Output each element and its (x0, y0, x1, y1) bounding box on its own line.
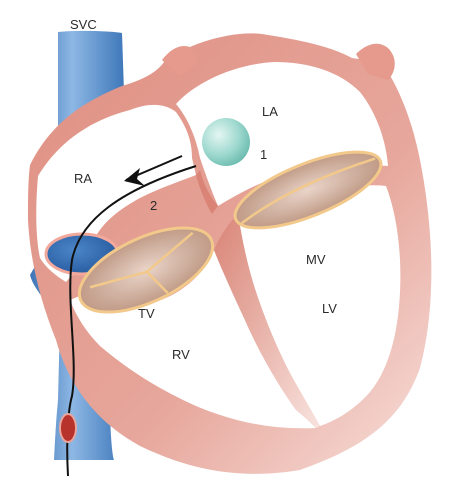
pulmonary-vein-stub (356, 43, 395, 80)
label-ra: RA (74, 171, 92, 186)
label-marker-2: 2 (150, 198, 157, 213)
right-ventricle-cavity (70, 250, 316, 429)
label-la: LA (262, 104, 278, 119)
label-marker-1: 1 (260, 147, 267, 162)
left-atrium-cavity (176, 62, 388, 206)
tricuspid-valve (77, 226, 215, 314)
great-vessel-stub (162, 46, 198, 76)
entry-site (59, 413, 77, 443)
mitral-valve (233, 150, 383, 230)
interatrial-septum (196, 170, 218, 214)
label-svc: SVC (70, 17, 97, 32)
label-tv: TV (138, 306, 155, 321)
arrowhead (124, 168, 145, 186)
interventricular-septum (214, 214, 320, 428)
label-lv: LV (322, 301, 337, 316)
left-atrial-sphere (202, 118, 250, 166)
label-mv: MV (306, 252, 326, 267)
left-ventricle-cavity (238, 185, 401, 426)
label-rv: RV (172, 347, 190, 362)
